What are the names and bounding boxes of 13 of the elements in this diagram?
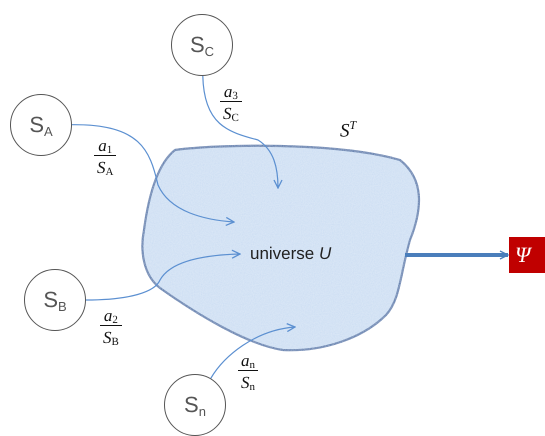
universe-label: universe U	[250, 244, 332, 264]
source-label: S$_{B}$	[43, 286, 67, 314]
arrow	[72, 124, 235, 226]
source-label: S$_{A}$	[29, 112, 53, 138]
output-box	[509, 237, 545, 273]
set-label: S$^{T}$	[340, 118, 356, 142]
arrow	[86, 250, 241, 301]
output-symbol: Ψ	[515, 242, 530, 268]
source-label: S$_{n}$	[184, 392, 206, 418]
arrow	[202, 76, 282, 189]
arrow	[405, 250, 509, 260]
source-label: S$_{C}$	[190, 32, 214, 58]
arrow	[210, 323, 296, 379]
